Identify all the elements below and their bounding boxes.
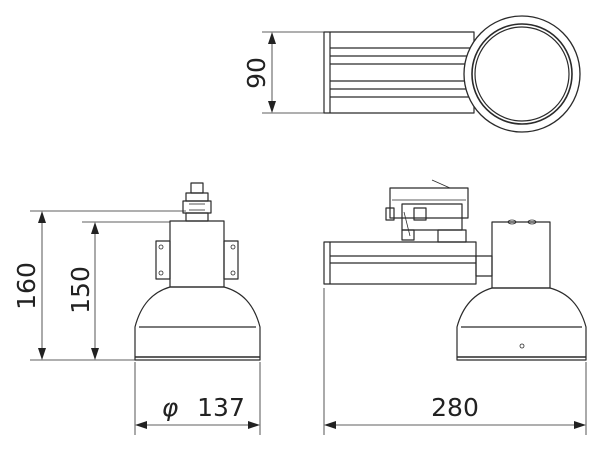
dim-diameter-value: 137 xyxy=(197,393,245,422)
dim-front-height-overall: 160 xyxy=(12,262,41,310)
side-view xyxy=(323,179,587,435)
diameter-symbol: φ xyxy=(162,393,179,422)
dim-top-height: 90 xyxy=(242,57,271,89)
dim-side-length: 280 xyxy=(431,393,479,422)
dim-front-height-body: 150 xyxy=(66,266,95,314)
top-view xyxy=(262,15,581,133)
front-view xyxy=(30,182,261,435)
